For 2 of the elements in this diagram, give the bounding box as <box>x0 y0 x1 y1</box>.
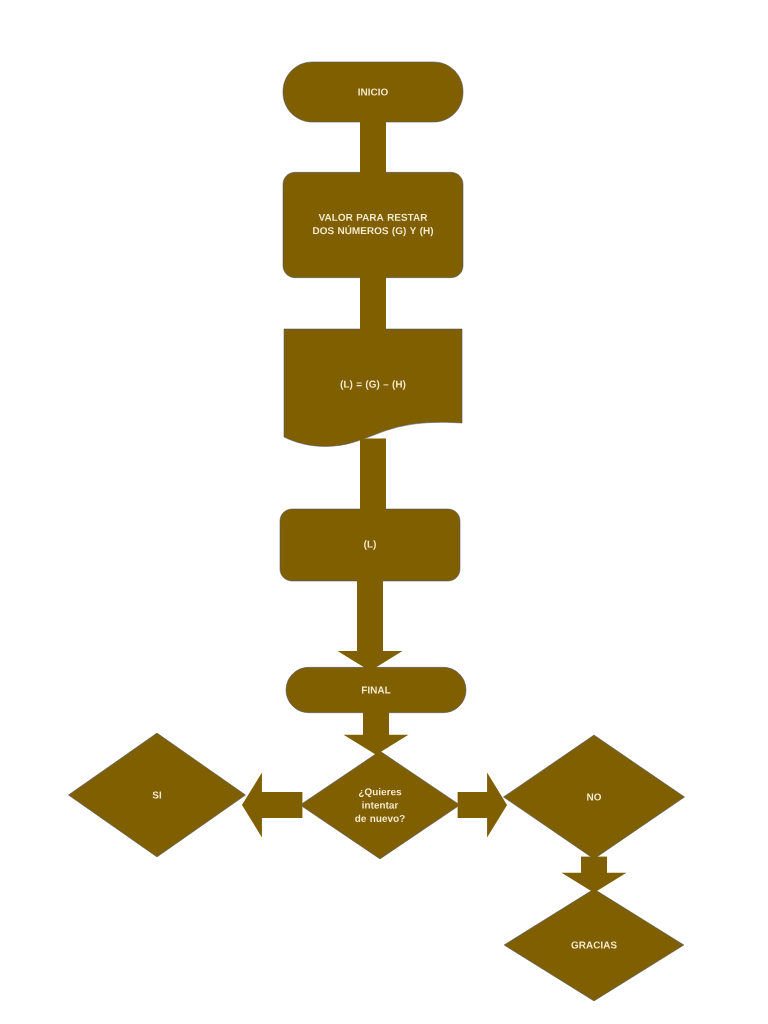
process-box: VALOR PARA RESTAR DOS NÚMEROS (G) Y (H) <box>282 172 464 278</box>
process-box: (L) <box>279 508 461 582</box>
